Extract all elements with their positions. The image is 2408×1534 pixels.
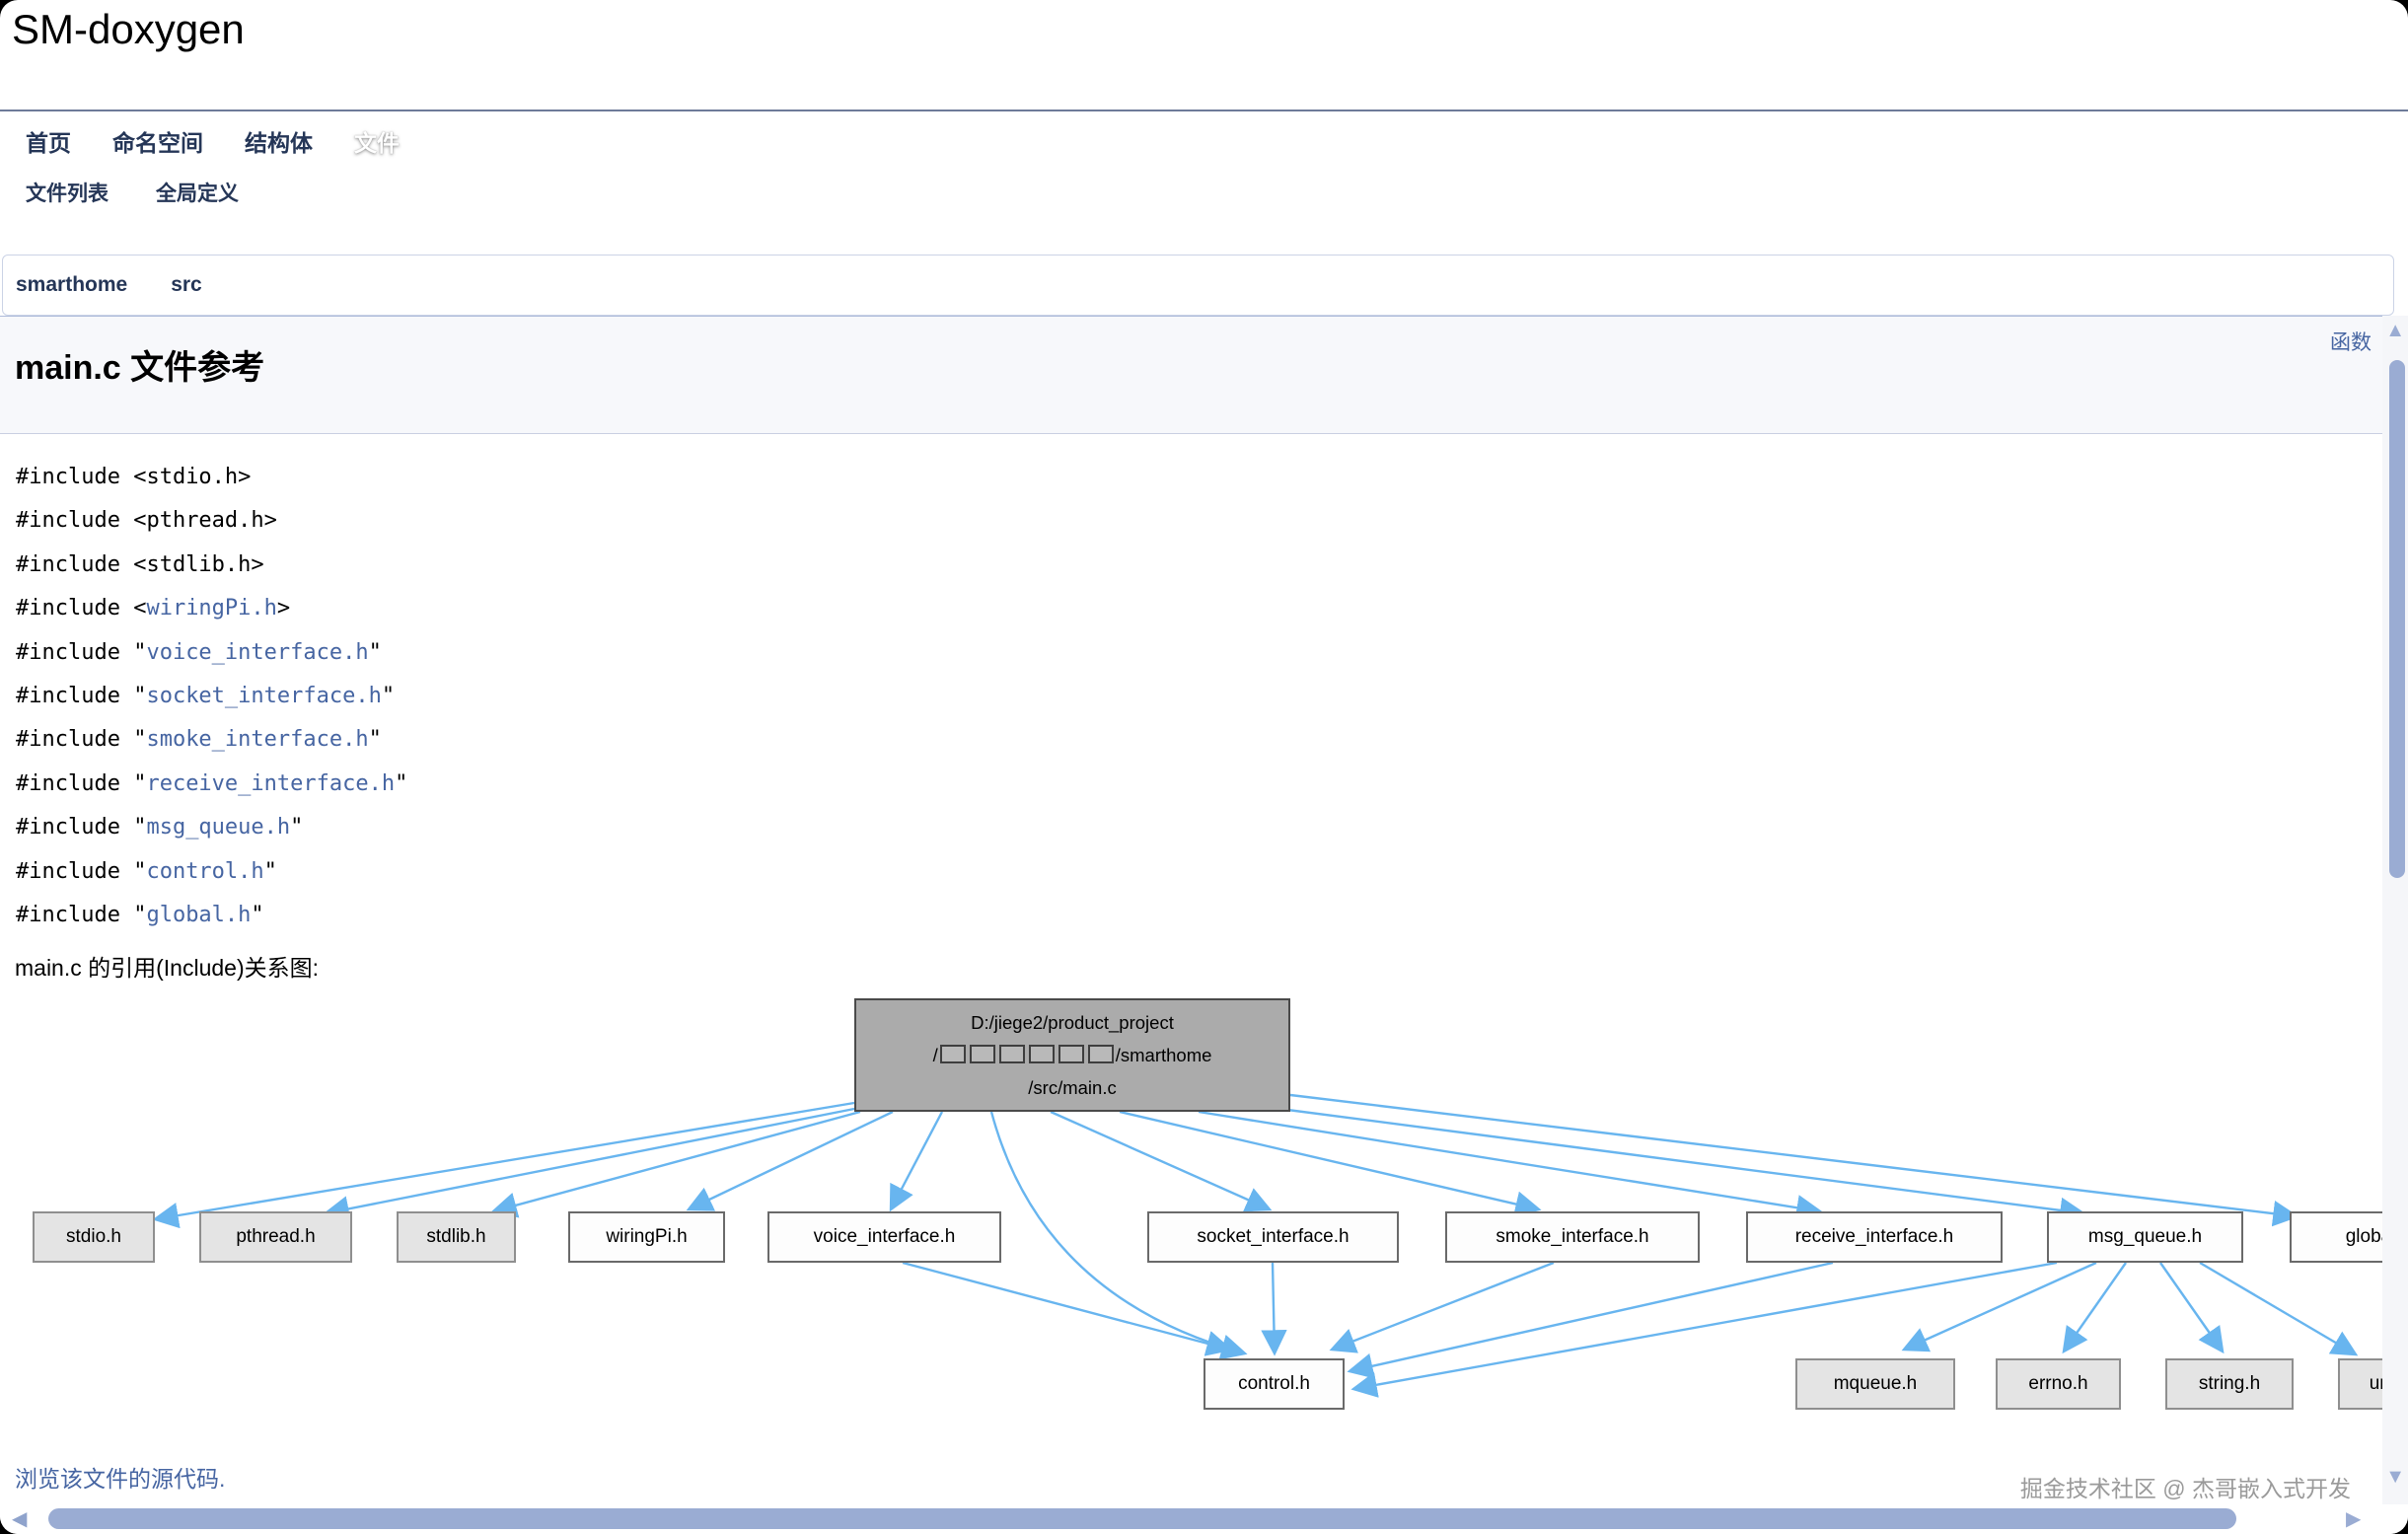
breadcrumb: smarthome src xyxy=(2,255,2394,316)
include-name-stdlib.h: stdlib.h xyxy=(146,551,252,577)
include-line: #include "socket_interface.h" xyxy=(16,683,396,708)
graph-root-line1: D:/jiege2/product_project xyxy=(971,1011,1174,1033)
header-divider xyxy=(0,110,2408,111)
graph-edge-main-c-to-receive-interface-h xyxy=(1198,1110,1823,1221)
graph-edge-msg-queue-h-to-mqueue-h xyxy=(1901,1261,2097,1352)
include-list: #include <stdio.h> #include <pthread.h> #i… xyxy=(16,456,407,937)
include-link-receive_interface.h[interactable]: receive_interface.h xyxy=(146,770,396,796)
include-line: #include "receive_interface.h" xyxy=(16,770,408,796)
graph-edge-main-c-to-socket-interface-h xyxy=(1050,1110,1273,1212)
include-line: #include "global.h" xyxy=(16,902,264,927)
graph-node-stdlib-h: stdlib.h xyxy=(397,1211,516,1263)
graph-node-unistd-h: unistd.h xyxy=(2338,1358,2382,1410)
graph-root-line2: //smarthome xyxy=(932,1044,1212,1065)
graph-node-errno-h: errno.h xyxy=(1996,1358,2121,1410)
include-line: #include "msg_queue.h" xyxy=(16,815,304,840)
graph-node-voice-interface-h[interactable]: voice_interface.h xyxy=(767,1211,1001,1263)
horizontal-scrollbar-thumb[interactable] xyxy=(48,1508,2236,1529)
graph-root-node: D:/jiege2/product_project //smarthome/src… xyxy=(854,998,1290,1112)
graph-edge-msg-queue-h-to-unistd-h xyxy=(2199,1261,2359,1356)
breadcrumb-item-src[interactable]: src xyxy=(171,273,202,296)
graph-node-string-h: string.h xyxy=(2165,1358,2294,1410)
include-line: #include <wiringPi.h> xyxy=(16,596,291,621)
missing-glyph-box xyxy=(1087,1044,1114,1063)
page-title: main.c 文件参考 xyxy=(15,349,265,387)
graph-node-wiringpi-h[interactable]: wiringPi.h xyxy=(568,1211,725,1263)
graph-edge-main-c-to-stdio-h xyxy=(152,1101,855,1229)
functions-summary-link[interactable]: 函数 xyxy=(2330,331,2372,354)
subtab-file-list[interactable]: 文件列表 xyxy=(26,183,109,205)
graph-edge-main-c-to-global-h xyxy=(1289,1093,2299,1227)
main-nav: 首页 命名空间 结构体 文件 xyxy=(26,116,400,166)
graph-edge-main-c-to-control-h xyxy=(989,1111,1248,1360)
scroll-down-icon[interactable]: ▼ xyxy=(2385,1466,2405,1488)
include-name-stdio.h: stdio.h xyxy=(146,465,239,489)
include-link-socket_interface.h[interactable]: socket_interface.h xyxy=(146,683,382,708)
include-line: #include <pthread.h> xyxy=(16,508,277,534)
graph-edge-main-c-to-wiringpi-h xyxy=(686,1110,894,1211)
graph-edge-smoke-interface-h-to-control-h xyxy=(1329,1261,1555,1353)
graph-node-msg-queue-h[interactable]: msg_queue.h xyxy=(2047,1211,2243,1263)
graph-edges xyxy=(152,1093,2359,1398)
include-link-global.h[interactable]: global.h xyxy=(146,902,252,927)
subtab-globals[interactable]: 全局定义 xyxy=(156,183,239,205)
include-line: #include "voice_interface.h" xyxy=(16,639,382,665)
include-link-wiringPi.h[interactable]: wiringPi.h xyxy=(146,596,277,621)
include-line: #include "smoke_interface.h" xyxy=(16,727,382,753)
include-link-voice_interface.h[interactable]: voice_interface.h xyxy=(146,639,369,665)
graph-caption: main.c 的引用(Include)关系图: xyxy=(15,955,320,981)
tab-home[interactable]: 首页 xyxy=(26,130,71,156)
tab-namespaces[interactable]: 命名空间 xyxy=(112,130,203,156)
graph-node-socket-interface-h[interactable]: socket_interface.h xyxy=(1147,1211,1399,1263)
graph-edge-msg-queue-h-to-errno-h xyxy=(2062,1262,2127,1354)
graph-node-global-h[interactable]: global.h xyxy=(2290,1211,2382,1263)
graph-edge-main-c-to-msg-queue-h xyxy=(1264,1105,2086,1224)
title-band: main.c 文件参考 函数 xyxy=(0,316,2408,434)
sub-nav: 文件列表 全局定义 xyxy=(26,168,239,217)
graph-node-pthread-h: pthread.h xyxy=(199,1211,352,1263)
graph-edge-main-c-to-voice-interface-h xyxy=(889,1111,944,1212)
graph-edge-msg-queue-h-to-control-h xyxy=(1350,1261,2058,1398)
browse-source-link[interactable]: 浏览该文件的源代码. xyxy=(15,1466,226,1492)
scroll-left-icon[interactable]: ◀ xyxy=(12,1508,28,1530)
scroll-right-icon[interactable]: ▶ xyxy=(2346,1508,2362,1530)
graph-edge-main-c-to-pthread-h xyxy=(323,1107,855,1222)
graph-edge-socket-interface-h-to-control-h xyxy=(1261,1262,1287,1356)
project-title: SM-doxygen xyxy=(12,6,245,52)
include-link-msg_queue.h[interactable]: msg_queue.h xyxy=(146,815,291,840)
tab-structs[interactable]: 结构体 xyxy=(245,130,313,156)
include-line: #include <stdlib.h> xyxy=(16,551,264,577)
missing-glyph-box xyxy=(1058,1044,1084,1063)
include-line: #include "control.h" xyxy=(16,858,277,884)
graph-node-mqueue-h: mqueue.h xyxy=(1795,1358,1955,1410)
graph-edge-receive-interface-h-to-control-h xyxy=(1347,1261,1834,1379)
include-link-control.h[interactable]: control.h xyxy=(146,858,264,884)
tab-files[interactable]: 文件 xyxy=(354,130,400,156)
missing-glyph-box xyxy=(939,1044,966,1063)
graph-node-smoke-interface-h[interactable]: smoke_interface.h xyxy=(1445,1211,1700,1263)
include-name-pthread.h: pthread.h xyxy=(146,508,264,534)
graph-node-receive-interface-h[interactable]: receive_interface.h xyxy=(1746,1211,2003,1263)
missing-glyph-box xyxy=(998,1044,1025,1063)
include-link-smoke_interface.h[interactable]: smoke_interface.h xyxy=(146,727,369,753)
breadcrumb-item-smarthome[interactable]: smarthome xyxy=(16,273,128,296)
graph-edge-main-c-to-stdlib-h xyxy=(490,1110,861,1218)
graph-edge-main-c-to-smoke-interface-h xyxy=(1119,1110,1542,1217)
graph-root-line3: /src/main.c xyxy=(1028,1077,1117,1099)
graph-edge-voice-interface-h-to-control-h xyxy=(902,1261,1233,1356)
watermark: 掘金技术社区 @ 杰哥嵌入式开发 xyxy=(2019,1476,2351,1501)
missing-glyph-box xyxy=(969,1044,995,1063)
graph-edge-msg-queue-h-to-string-h xyxy=(2159,1262,2225,1354)
vertical-scrollbar-thumb[interactable] xyxy=(2389,360,2405,878)
include-dependency-graph: D:/jiege2/product_project //smarthome/src… xyxy=(0,986,2382,1450)
missing-glyph-box xyxy=(1028,1044,1055,1063)
graph-node-stdio-h: stdio.h xyxy=(33,1211,155,1263)
graph-node-control-h[interactable]: control.h xyxy=(1204,1358,1345,1410)
include-line: #include <stdio.h> xyxy=(16,465,252,489)
scroll-up-icon[interactable]: ▲ xyxy=(2385,320,2405,341)
